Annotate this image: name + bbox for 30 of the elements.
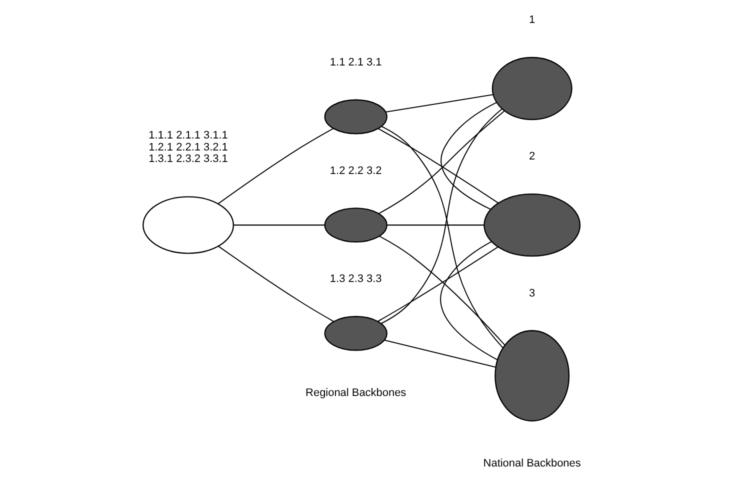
connector — [381, 126, 504, 348]
connector — [381, 108, 502, 324]
node-label: 1.2 2.2 3.2 — [330, 164, 382, 177]
label: National Backbones — [483, 458, 581, 470]
connector — [218, 246, 334, 322]
node-label: 1.1.1 2.1.1 3.1.1 1.2.1 2.2.1 3.2.1 1.3.1 2.3.2 3.3.1 — [148, 129, 228, 166]
node-ellipse — [324, 99, 388, 134]
node-label: 3 — [529, 287, 536, 300]
node-ellipse — [142, 196, 234, 254]
node-ellipse — [494, 330, 570, 422]
node-label: 1 — [529, 14, 536, 26]
connector — [218, 128, 334, 204]
node-label: 1.3 2.3 3.3 — [330, 273, 382, 286]
node-label: 1.1 2.1 3.1 — [330, 56, 382, 68]
connector — [234, 224, 325, 226]
node-ellipse — [492, 56, 572, 120]
connector — [386, 94, 494, 113]
node-ellipse — [324, 316, 388, 351]
connector — [379, 236, 506, 346]
connector — [378, 110, 505, 214]
connector — [378, 246, 498, 322]
node-ellipse — [484, 193, 581, 257]
connector — [384, 340, 496, 368]
connector — [386, 224, 484, 226]
connector — [440, 241, 498, 360]
label: Regional Backbones — [306, 386, 406, 399]
node-ellipse — [324, 208, 388, 243]
connector — [440, 102, 497, 210]
connector — [378, 128, 498, 204]
node-label: 2 — [529, 150, 536, 163]
